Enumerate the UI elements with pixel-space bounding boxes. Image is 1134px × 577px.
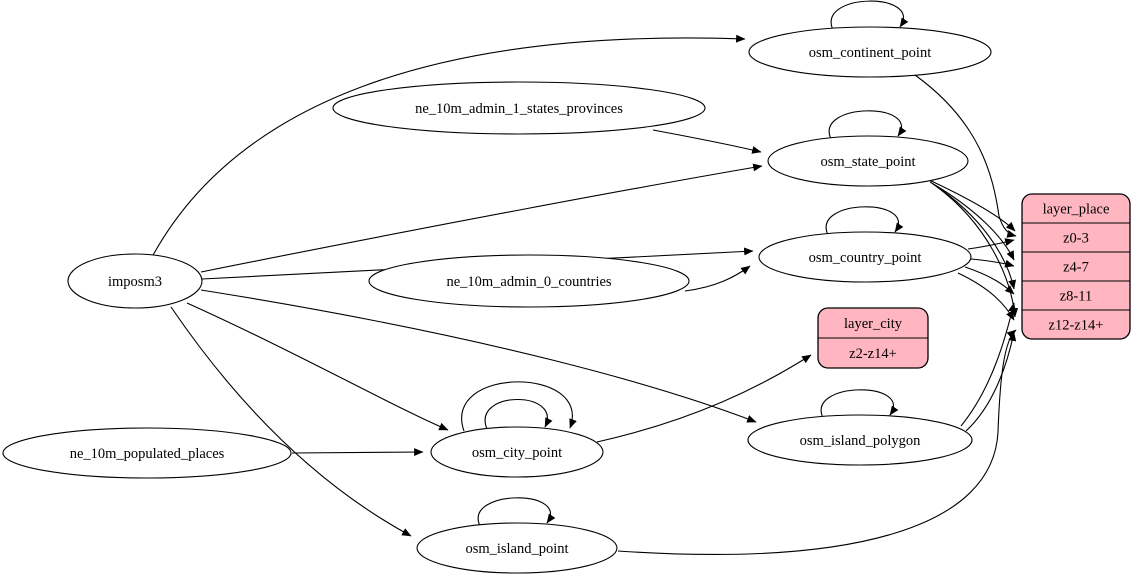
layer-zoom-row: z4-7 [1063,260,1089,276]
edge-imposm3-osm-continent-point [151,34,746,258]
edge-osm-country-point-osm-country-point [825,206,904,236]
node-ne_10m_populated_places: ne_10m_populated_places [2,427,292,479]
table-label: imposm3 [108,274,162,290]
edge-ne-10m-populated-places-osm-city-point [291,448,424,457]
edge-osm-state-point-osm-state-point [828,110,907,140]
edge-osm-continent-point-layer-place-z0-3 [914,74,1017,238]
table-label: ne_10m_admin_1_states_provinces [415,101,623,117]
table-ellipse [2,427,292,479]
layer-title: layer_place [1043,202,1110,218]
node-ne_10m_admin_0_countries: ne_10m_admin_0_countries [368,254,690,308]
node-osm_state_point: osm_state_point [767,135,969,187]
layer-zoom-row: z12-z14+ [1049,318,1104,334]
edge-osm-city-point-osm-city-point [461,381,577,432]
table-ellipse [747,414,973,466]
node-osm_country_point: osm_country_point [758,231,972,283]
edge-imposm3-osm-state-point [200,163,763,273]
node-layer_place: layer_place z0-3 z4-7 z8-11 z12-z14+ [1021,193,1131,340]
layer-zoom-row: z0-3 [1063,231,1089,247]
node-ne_10m_admin_1_states_provinces: ne_10m_admin_1_states_provinces [332,81,706,135]
layer-title: layer_city [844,316,903,332]
nodes-layer: imposm3 ne_10m_admin_1_states_provincesne… [2,26,1131,574]
table-label: ne_10m_admin_0_countries [446,274,611,290]
node-imposm3: imposm3 [67,253,203,309]
layer-zoom-row: z2-z14+ [849,346,897,362]
edge-osm-state-point-layer-place-z0-3 [926,178,1016,232]
table-ellipse [332,81,706,135]
table-ellipse [758,231,972,283]
table-label: osm_island_point [465,541,568,557]
table-ellipse [767,135,969,187]
edge-osm-island-point-osm-island-point [477,497,556,527]
layer-box [1021,193,1131,340]
edge-osm-island-polygon-osm-island-polygon [820,389,899,419]
table-label: ne_10m_populated_places [70,446,225,462]
edge-ne-10m-admin-1-states-provinces-osm-state-point [652,129,762,154]
table-ellipse [416,522,618,574]
edge-ne-10m-admin-0-countries-osm-country-point [684,265,751,292]
node-osm_continent_point: osm_continent_point [748,26,992,78]
table-ellipse [748,26,992,78]
edge-imposm3-osm-city-point [186,302,449,431]
table-label: osm_city_point [472,445,562,461]
table-label: osm_island_polygon [800,433,922,449]
node-layer_city: layer_city z2-z14+ [817,307,929,369]
layer-zoom-row: z8-11 [1060,289,1092,305]
edge-osm-country-point-layer-place-z4-7 [970,258,1015,268]
edge-osm-country-point-layer-place-z8-11 [964,266,1015,295]
edges-layer [151,0,1019,555]
table-label: osm_continent_point [809,45,931,61]
edge-osm-city-point-layer-city-z2-z14+ [596,354,812,443]
edge-imposm3-osm-island-point [170,306,412,537]
table-label: osm_country_point [809,250,922,266]
node-osm_island_point: osm_island_point [416,522,618,574]
edge-osm-city-point-osm-city-point-2 [484,398,553,430]
node-osm_city_point: osm_city_point [430,426,604,478]
table-label: osm_state_point [820,154,915,170]
edge-osm-state-point-layer-place-z4-7 [929,181,1015,261]
edge-osm-country-point-layer-place-z12-z14+ [957,272,1015,321]
table-ellipse [368,254,690,308]
edge-osm-island-polygon-layer-place-z12-z14+ [965,331,1017,432]
edge-imposm3-osm-island-polygon [200,289,757,423]
edge-osm-island-point-layer-place-z12-z14+ [617,329,1017,555]
node-osm_island_polygon: osm_island_polygon [747,414,973,466]
table-ellipse [430,426,604,478]
edge-osm-state-point-layer-place-z12-z14+ [935,185,1019,318]
edge-osm-country-point-layer-place-z0-3 [967,238,1015,250]
table-ellipse [67,253,203,309]
edge-osm-island-polygon-layer-place-z8-11 [960,302,1016,427]
edge-osm-continent-point-osm-continent-point [830,0,909,31]
